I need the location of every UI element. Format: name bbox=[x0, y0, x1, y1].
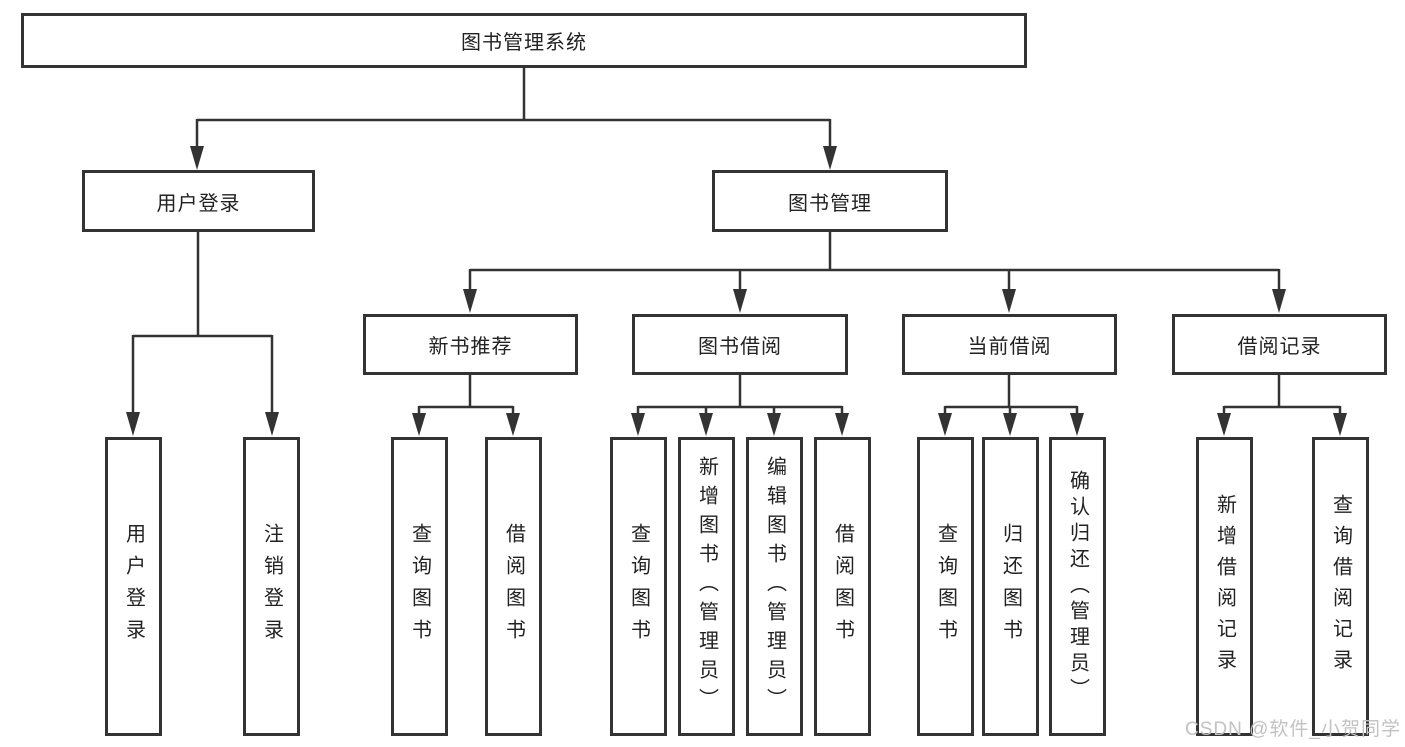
leaf-add-borrow-record: 新增借阅记录 bbox=[1196, 437, 1253, 736]
leaf-label: 借阅图书 bbox=[831, 522, 854, 651]
leaf-edit-books-admin: 编辑图书（管理员） bbox=[746, 437, 803, 736]
node-current-borrow: 当前借阅 bbox=[902, 314, 1117, 375]
node-label: 图书管理系统 bbox=[461, 32, 587, 54]
leaf-add-books-admin: 新增图书（管理员） bbox=[678, 437, 735, 736]
leaf-label: 确认归还（管理员） bbox=[1066, 469, 1089, 704]
node-library-management-system: 图书管理系统 bbox=[21, 13, 1027, 68]
node-book-management: 图书管理 bbox=[712, 170, 948, 232]
leaf-label: 新增借阅记录 bbox=[1213, 493, 1236, 680]
leaf-label: 注销登录 bbox=[260, 522, 283, 651]
node-label: 新书推荐 bbox=[428, 336, 513, 358]
leaf-borrow-books: 借阅图书 bbox=[814, 437, 871, 736]
node-label: 当前借阅 bbox=[967, 336, 1052, 358]
leaf-logout: 注销登录 bbox=[243, 437, 300, 736]
leaf-query-borrow-record: 查询借阅记录 bbox=[1312, 437, 1369, 736]
leaf-label: 查询图书 bbox=[627, 522, 650, 651]
node-new-book-recommend: 新书推荐 bbox=[363, 314, 578, 375]
leaf-query-books: 查询图书 bbox=[391, 437, 448, 736]
leaf-return-books: 归还图书 bbox=[982, 437, 1039, 736]
leaf-label: 编辑图书（管理员） bbox=[763, 456, 786, 717]
leaf-borrow-books: 借阅图书 bbox=[485, 437, 542, 736]
node-label: 借阅记录 bbox=[1237, 336, 1322, 358]
node-book-borrow: 图书借阅 bbox=[632, 314, 848, 375]
leaf-label: 查询图书 bbox=[408, 522, 431, 651]
node-label: 图书管理 bbox=[788, 192, 872, 215]
leaf-label: 归还图书 bbox=[999, 522, 1022, 651]
leaf-user-login: 用户登录 bbox=[105, 437, 162, 736]
leaf-query-books: 查询图书 bbox=[610, 437, 667, 736]
node-label: 用户登录 bbox=[156, 192, 241, 215]
node-borrow-records: 借阅记录 bbox=[1172, 314, 1387, 375]
leaf-label: 查询借阅记录 bbox=[1329, 493, 1352, 680]
leaf-query-books: 查询图书 bbox=[917, 437, 974, 736]
leaf-label: 查询图书 bbox=[934, 522, 957, 651]
leaf-confirm-return-admin: 确认归还（管理员） bbox=[1049, 437, 1106, 736]
node-label: 图书借阅 bbox=[698, 336, 782, 358]
leaf-label: 新增图书（管理员） bbox=[695, 456, 718, 717]
node-user-login: 用户登录 bbox=[82, 170, 315, 232]
leaf-label: 借阅图书 bbox=[502, 522, 525, 651]
leaf-label: 用户登录 bbox=[122, 522, 145, 651]
